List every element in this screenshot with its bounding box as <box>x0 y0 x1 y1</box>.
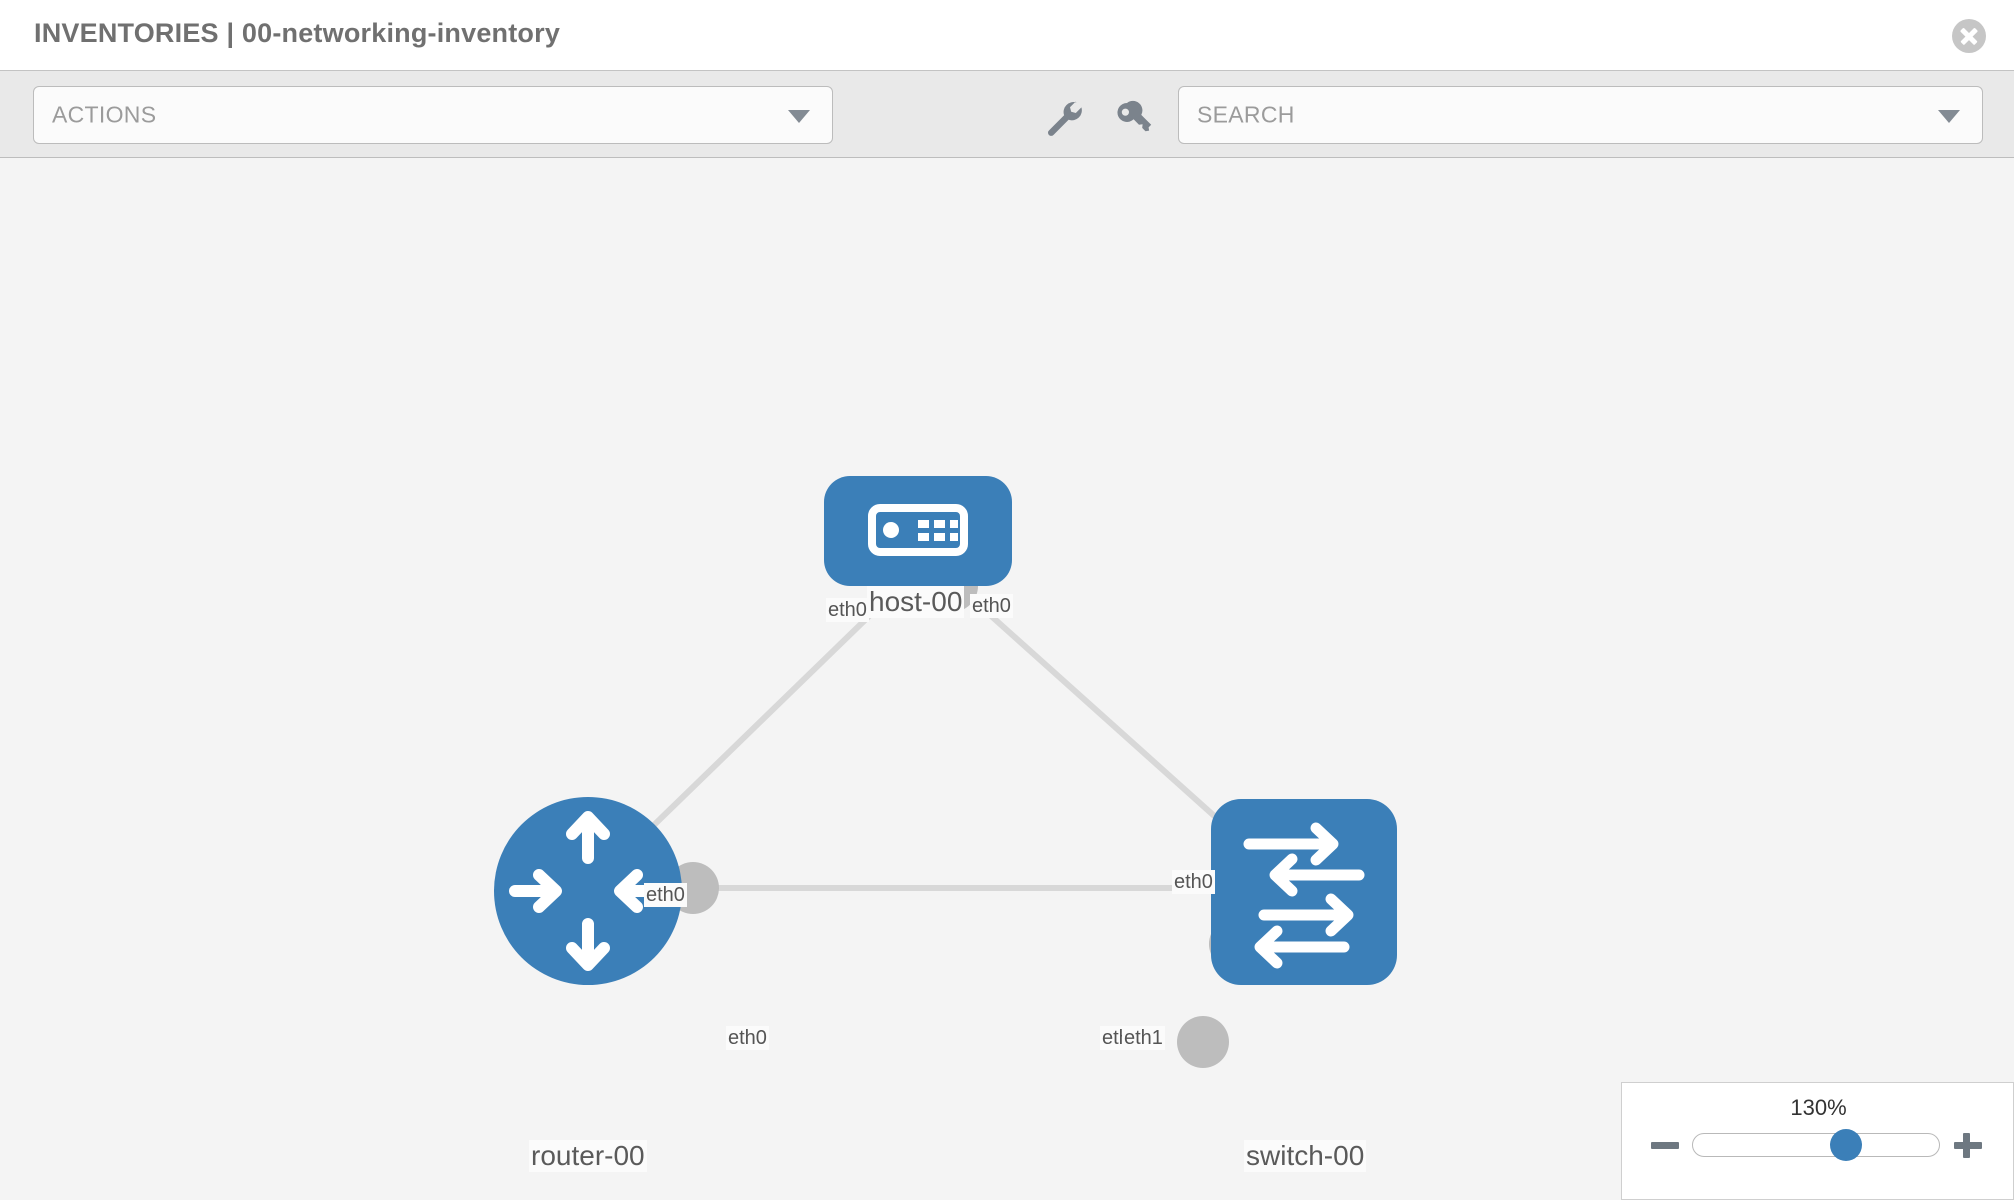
zoom-out-button[interactable] <box>1649 1129 1681 1161</box>
wrench-icon[interactable] <box>1043 97 1087 137</box>
page-title: INVENTORIES | 00-networking-inventory <box>34 18 561 48</box>
node-label-router-00: router-00 <box>529 1140 647 1172</box>
node-switch-00 <box>1211 799 1397 985</box>
edge-label-router00-switch00-dst-eth1: eth1 <box>1122 1026 1165 1050</box>
zoom-in-button[interactable] <box>1952 1129 1984 1161</box>
topology-canvas[interactable]: eth0 eth0 eth0 eth0 eth0 eth0 eth1 host-… <box>0 158 2014 1200</box>
node-router-00-shape <box>494 797 682 985</box>
search-input-placeholder: SEARCH <box>1197 101 1295 128</box>
key-icon[interactable] <box>1113 97 1157 137</box>
edge-label-host00-router00-dst: eth0 <box>644 883 687 907</box>
actions-dropdown-label: ACTIONS <box>52 101 157 128</box>
zoom-slider[interactable] <box>1692 1129 1940 1161</box>
node-label-switch-00: switch-00 <box>1244 1140 1367 1172</box>
minus-icon <box>1651 1142 1679 1149</box>
chevron-down-icon <box>1938 110 1960 123</box>
edge-label-host00-router00-src: eth0 <box>826 598 869 622</box>
port-switch00-eth1 <box>1177 1016 1229 1068</box>
server-icon <box>868 504 968 556</box>
node-host-00 <box>824 476 1012 586</box>
node-host-00-shape <box>824 476 1012 586</box>
search-input[interactable]: SEARCH <box>1178 86 1983 144</box>
page-header: INVENTORIES | 00-networking-inventory <box>0 0 2014 70</box>
toolbar: ACTIONS SEARCH <box>0 70 2014 158</box>
edge-label-host00-switch00-dst: eth0 <box>1172 870 1215 894</box>
zoom-slider-thumb[interactable] <box>1829 1129 1862 1161</box>
topology-ports <box>667 560 1261 1068</box>
close-icon[interactable] <box>1952 19 1986 53</box>
zoom-level-value: 130% <box>1790 1095 1847 1120</box>
actions-dropdown[interactable]: ACTIONS <box>33 86 833 144</box>
edge-label-router00-switch00-src: eth0 <box>726 1026 769 1050</box>
link-host00-switch00 <box>957 585 1253 851</box>
plus-icon-vertical <box>1962 1133 1970 1158</box>
edge-label-host00-switch00-src: eth0 <box>970 594 1013 618</box>
chevron-down-icon <box>788 110 810 123</box>
zoom-control-panel: 130% <box>1621 1082 2014 1200</box>
router-arrows-icon <box>509 811 667 971</box>
node-switch-00-shape <box>1211 799 1397 985</box>
topology-graph <box>494 476 1397 1068</box>
topology-links <box>617 585 1253 891</box>
switch-arrows-icon <box>1243 822 1365 969</box>
node-router-00 <box>494 797 682 985</box>
link-host00-router00 <box>617 585 901 861</box>
node-label-host-00: host-00 <box>867 586 965 618</box>
